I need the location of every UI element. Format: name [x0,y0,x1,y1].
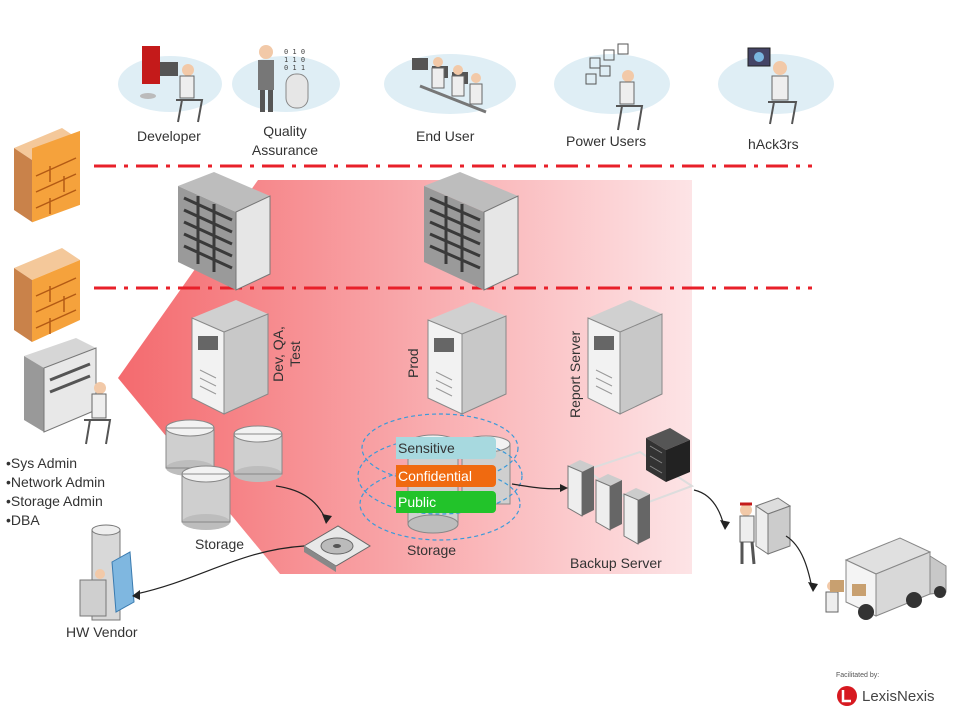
quality-assurance-icon: 0 1 0 1 1 0 0 1 1 [232,45,340,112]
firewall-icon [14,128,80,223]
arrow-heads [132,484,818,600]
admin-role: •Sys Admin [6,455,78,471]
power-users-label: Power Users [566,133,647,149]
quality-assurance-label: Quality Assurance [251,123,319,158]
lexisnexis-logo: Facilitated by: LexisNexis [836,672,935,707]
power-users-icon [554,43,670,131]
tier-sensitive: Sensitive [396,437,496,459]
delivery-truck-icon [825,537,947,620]
svg-text:1 1 0: 1 1 0 [284,56,305,64]
admin-role: •Storage Admin [6,493,103,509]
admin-roles-list: •Sys Admin •Network Admin •Storage Admin… [6,454,105,530]
lexisnexis-brand: LexisNexis [862,687,935,705]
rack-servers-center-icon [424,172,519,291]
hw-vendor-label: HW Vendor [66,624,138,640]
prod-server-icon [427,302,507,415]
hackers-label: hAck3rs [748,136,799,152]
tier-confidential: Confidential [396,465,496,487]
admin-role: •Network Admin [6,474,106,490]
storage-left-label: Storage [195,536,245,552]
admin-workstation-icon [24,338,112,445]
hackers-icon [718,47,834,125]
lexisnexis-mark-icon [837,686,857,706]
storage-left-icon [165,419,283,530]
hw-vendor-icon [79,524,135,621]
end-user-icon [384,54,516,114]
firewall-icon [14,248,80,342]
svg-text:0 1 0: 0 1 0 [284,48,305,56]
backup-server-label: Backup Server [570,555,662,571]
report-server-label: Report Server [567,330,583,418]
courier-icon [739,497,792,565]
prod-server-label: Prod [405,348,421,378]
tier-public: Public [396,491,496,513]
backup-server-icon [567,428,695,545]
hard-drive-icon [303,525,371,572]
admin-role: •DBA [6,512,40,528]
developer-icon [118,46,222,123]
rack-servers-left-icon [178,172,271,291]
dev-server-label: Dev, QA, Test [270,326,303,382]
end-user-label: End User [416,128,475,144]
storage-center-label: Storage [407,542,457,558]
report-server-icon [587,300,663,415]
developer-label: Developer [137,128,201,144]
facilitated-by-text: Facilitated by: [836,672,880,679]
svg-text:0 1 1: 0 1 1 [284,64,305,72]
dev-server-icon [191,300,269,415]
